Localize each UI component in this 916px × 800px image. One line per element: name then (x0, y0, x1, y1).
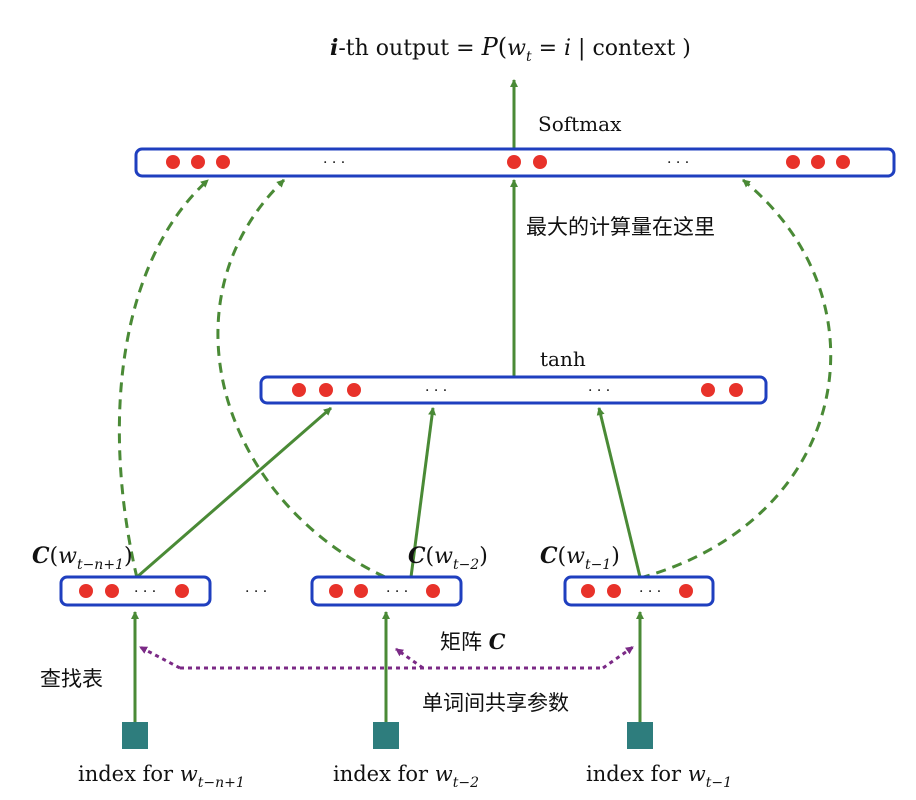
neuron (607, 584, 621, 598)
shared-matrix-arrows (139, 645, 634, 670)
softmax-ellipsis-right: · · · (667, 155, 689, 171)
index-label-2: index for wt−2 (333, 762, 479, 791)
neuron (292, 383, 306, 397)
tanh-layer (259, 375, 768, 405)
neuron (216, 155, 230, 169)
skip-connection-3 (639, 178, 833, 580)
skip-connections (117, 178, 833, 580)
neuron (354, 584, 368, 598)
embedding-1-ellipsis: · · · (134, 584, 156, 600)
embedding-label-2: C(wt−2) (408, 543, 488, 573)
index-label-1: index for wt−n+1 (78, 762, 245, 791)
neuron (79, 584, 93, 598)
output-label: i-th output = P(wt = i | context ) (330, 33, 691, 65)
shared-matrix-arrow-mid (395, 647, 424, 670)
neuron (729, 383, 743, 397)
neuron (175, 584, 189, 598)
skip-connection-1 (117, 178, 210, 579)
compute-note: 最大的计算量在这里 (526, 215, 715, 239)
neuron (836, 155, 850, 169)
neuron (166, 155, 180, 169)
shared-matrix-arrow-left (139, 645, 181, 670)
embedding-box-1: · · · (59, 575, 212, 607)
neuron (701, 383, 715, 397)
tanh-ellipsis-left: · · · (425, 383, 447, 399)
neuron (347, 383, 361, 397)
between-embeddings-ellipsis: · · · (245, 584, 267, 600)
neuron (533, 155, 547, 169)
neuron (507, 155, 521, 169)
neuron (105, 584, 119, 598)
tanh-ellipsis-right: · · · (588, 383, 610, 399)
neuron (191, 155, 205, 169)
softmax-label: Softmax (538, 112, 622, 136)
neuron (426, 584, 440, 598)
embedding-3-arrow (596, 407, 642, 578)
softmax-neurons (166, 155, 850, 169)
embedding-label-3: C(wt−1) (540, 543, 620, 573)
neuron (811, 155, 825, 169)
embedding-box-2: · · · (310, 575, 463, 607)
skip-connection-2 (216, 178, 386, 579)
matrix-label: 矩阵 C (440, 629, 506, 654)
shared-matrix-arrow-right (602, 645, 634, 670)
index-square-2 (373, 722, 399, 749)
index-square-1 (122, 722, 148, 749)
index-square-3 (627, 722, 653, 749)
neuron (319, 383, 333, 397)
embedding-label-1: C(wt−n+1) (32, 543, 133, 573)
embedding-3-ellipsis: · · · (639, 584, 661, 600)
softmax-ellipsis-left: · · · (323, 155, 345, 171)
embedding-box-3: · · · (563, 575, 715, 607)
embedding-2-arrow (409, 407, 437, 578)
tanh-label: tanh (540, 347, 586, 371)
lookup-label: 查找表 (40, 667, 103, 691)
neuron (581, 584, 595, 598)
neuron (679, 584, 693, 598)
neuron (329, 584, 343, 598)
embedding-1-arrow (136, 406, 332, 579)
tanh-neurons (292, 383, 743, 397)
shared-label: 单词间共享参数 (422, 691, 569, 715)
index-label-3: index for wt−1 (586, 762, 732, 791)
neuron (786, 155, 800, 169)
embedding-2-ellipsis: · · · (386, 584, 408, 600)
